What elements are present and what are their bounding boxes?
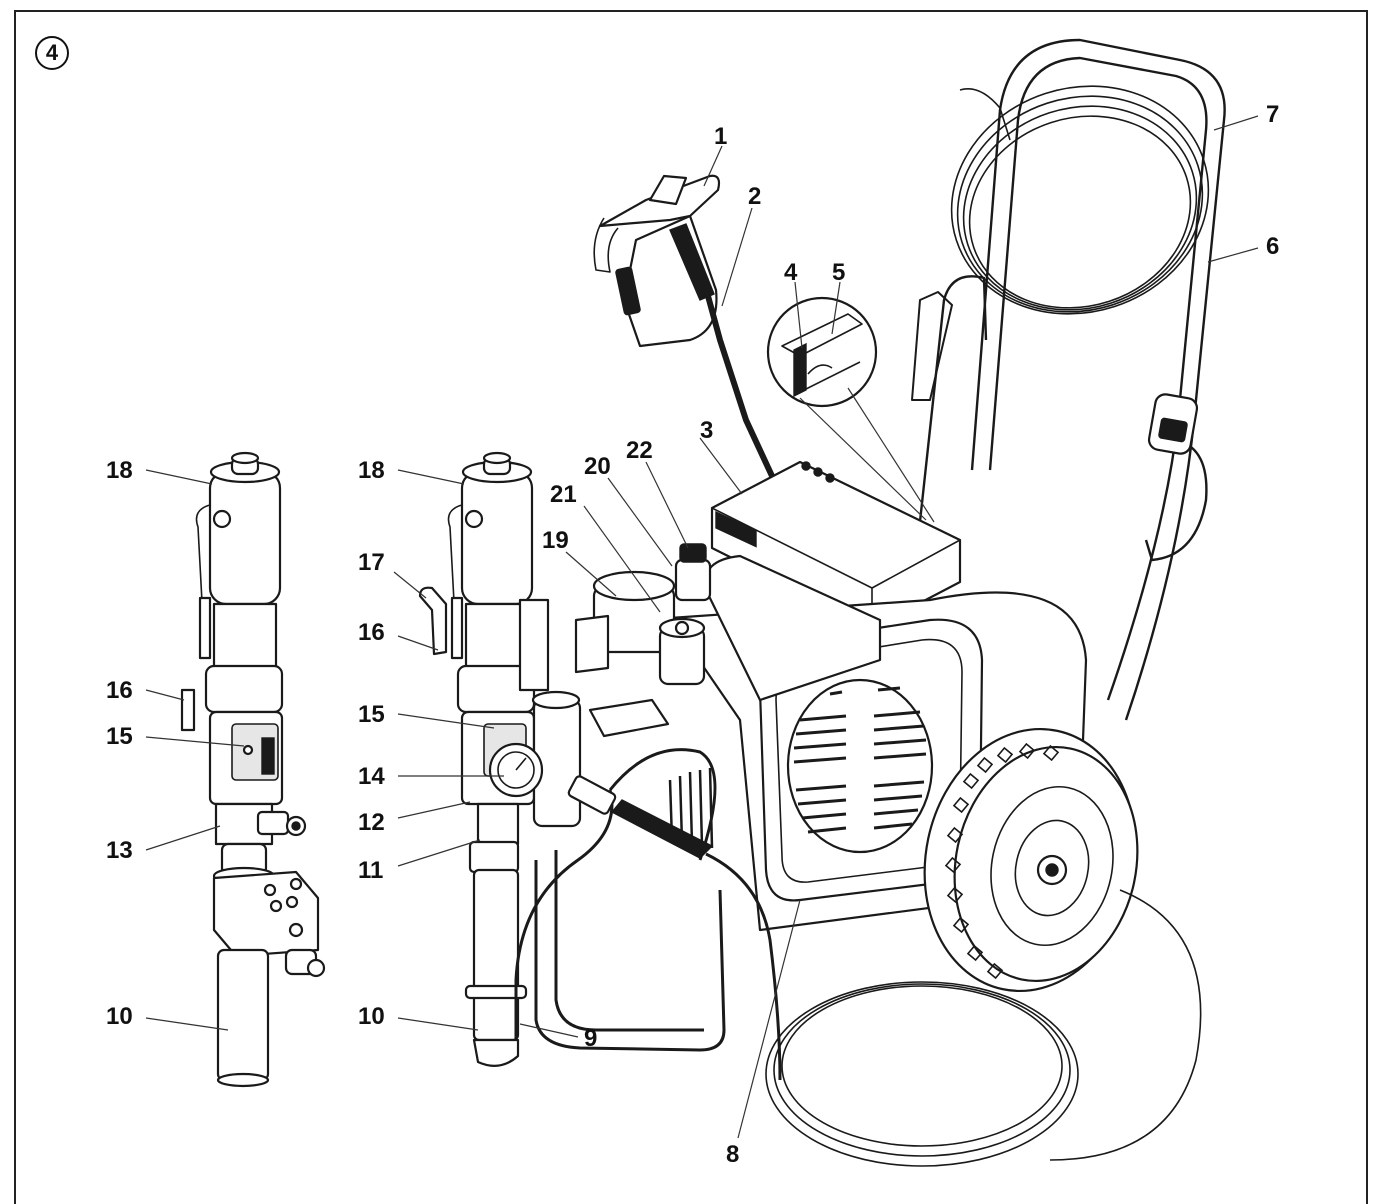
callout-10-main: 10 <box>358 1003 385 1030</box>
callout-12: 12 <box>358 809 385 836</box>
callout-15-main: 15 <box>358 701 385 728</box>
callout-7: 7 <box>1266 101 1279 128</box>
callout-19: 19 <box>542 527 569 554</box>
leader-lines <box>145 115 1259 1139</box>
callout-18-main: 18 <box>358 457 385 484</box>
callout-18-left: 18 <box>106 457 133 484</box>
callout-2: 2 <box>748 183 761 210</box>
callout-9: 9 <box>584 1025 597 1052</box>
callout-5: 5 <box>832 259 845 286</box>
callout-4: 4 <box>784 259 798 286</box>
figure-frame <box>14 10 1368 1204</box>
callout-16-main: 16 <box>358 619 385 646</box>
callout-11: 11 <box>358 857 383 884</box>
callout-labels: 1 2 3 4 5 6 7 8 9 10 10 11 12 13 14 15 1… <box>106 101 1279 1168</box>
callout-8: 8 <box>726 1141 739 1168</box>
callout-10-left: 10 <box>106 1003 133 1030</box>
standalone-pump-illustration <box>180 451 326 1088</box>
callout-1: 1 <box>714 123 727 150</box>
callout-13: 13 <box>106 837 133 864</box>
callout-17: 17 <box>358 549 385 576</box>
main-unit-illustration <box>418 38 1226 1167</box>
callout-20: 20 <box>584 453 611 480</box>
callout-3: 3 <box>700 417 713 444</box>
callout-15-left: 15 <box>106 723 133 750</box>
figure-number-badge: 4 <box>35 36 69 70</box>
callout-16-left: 16 <box>106 677 133 704</box>
callout-22: 22 <box>626 437 653 464</box>
callout-14: 14 <box>358 763 385 790</box>
callout-6: 6 <box>1266 233 1279 260</box>
callout-21: 21 <box>550 481 577 508</box>
